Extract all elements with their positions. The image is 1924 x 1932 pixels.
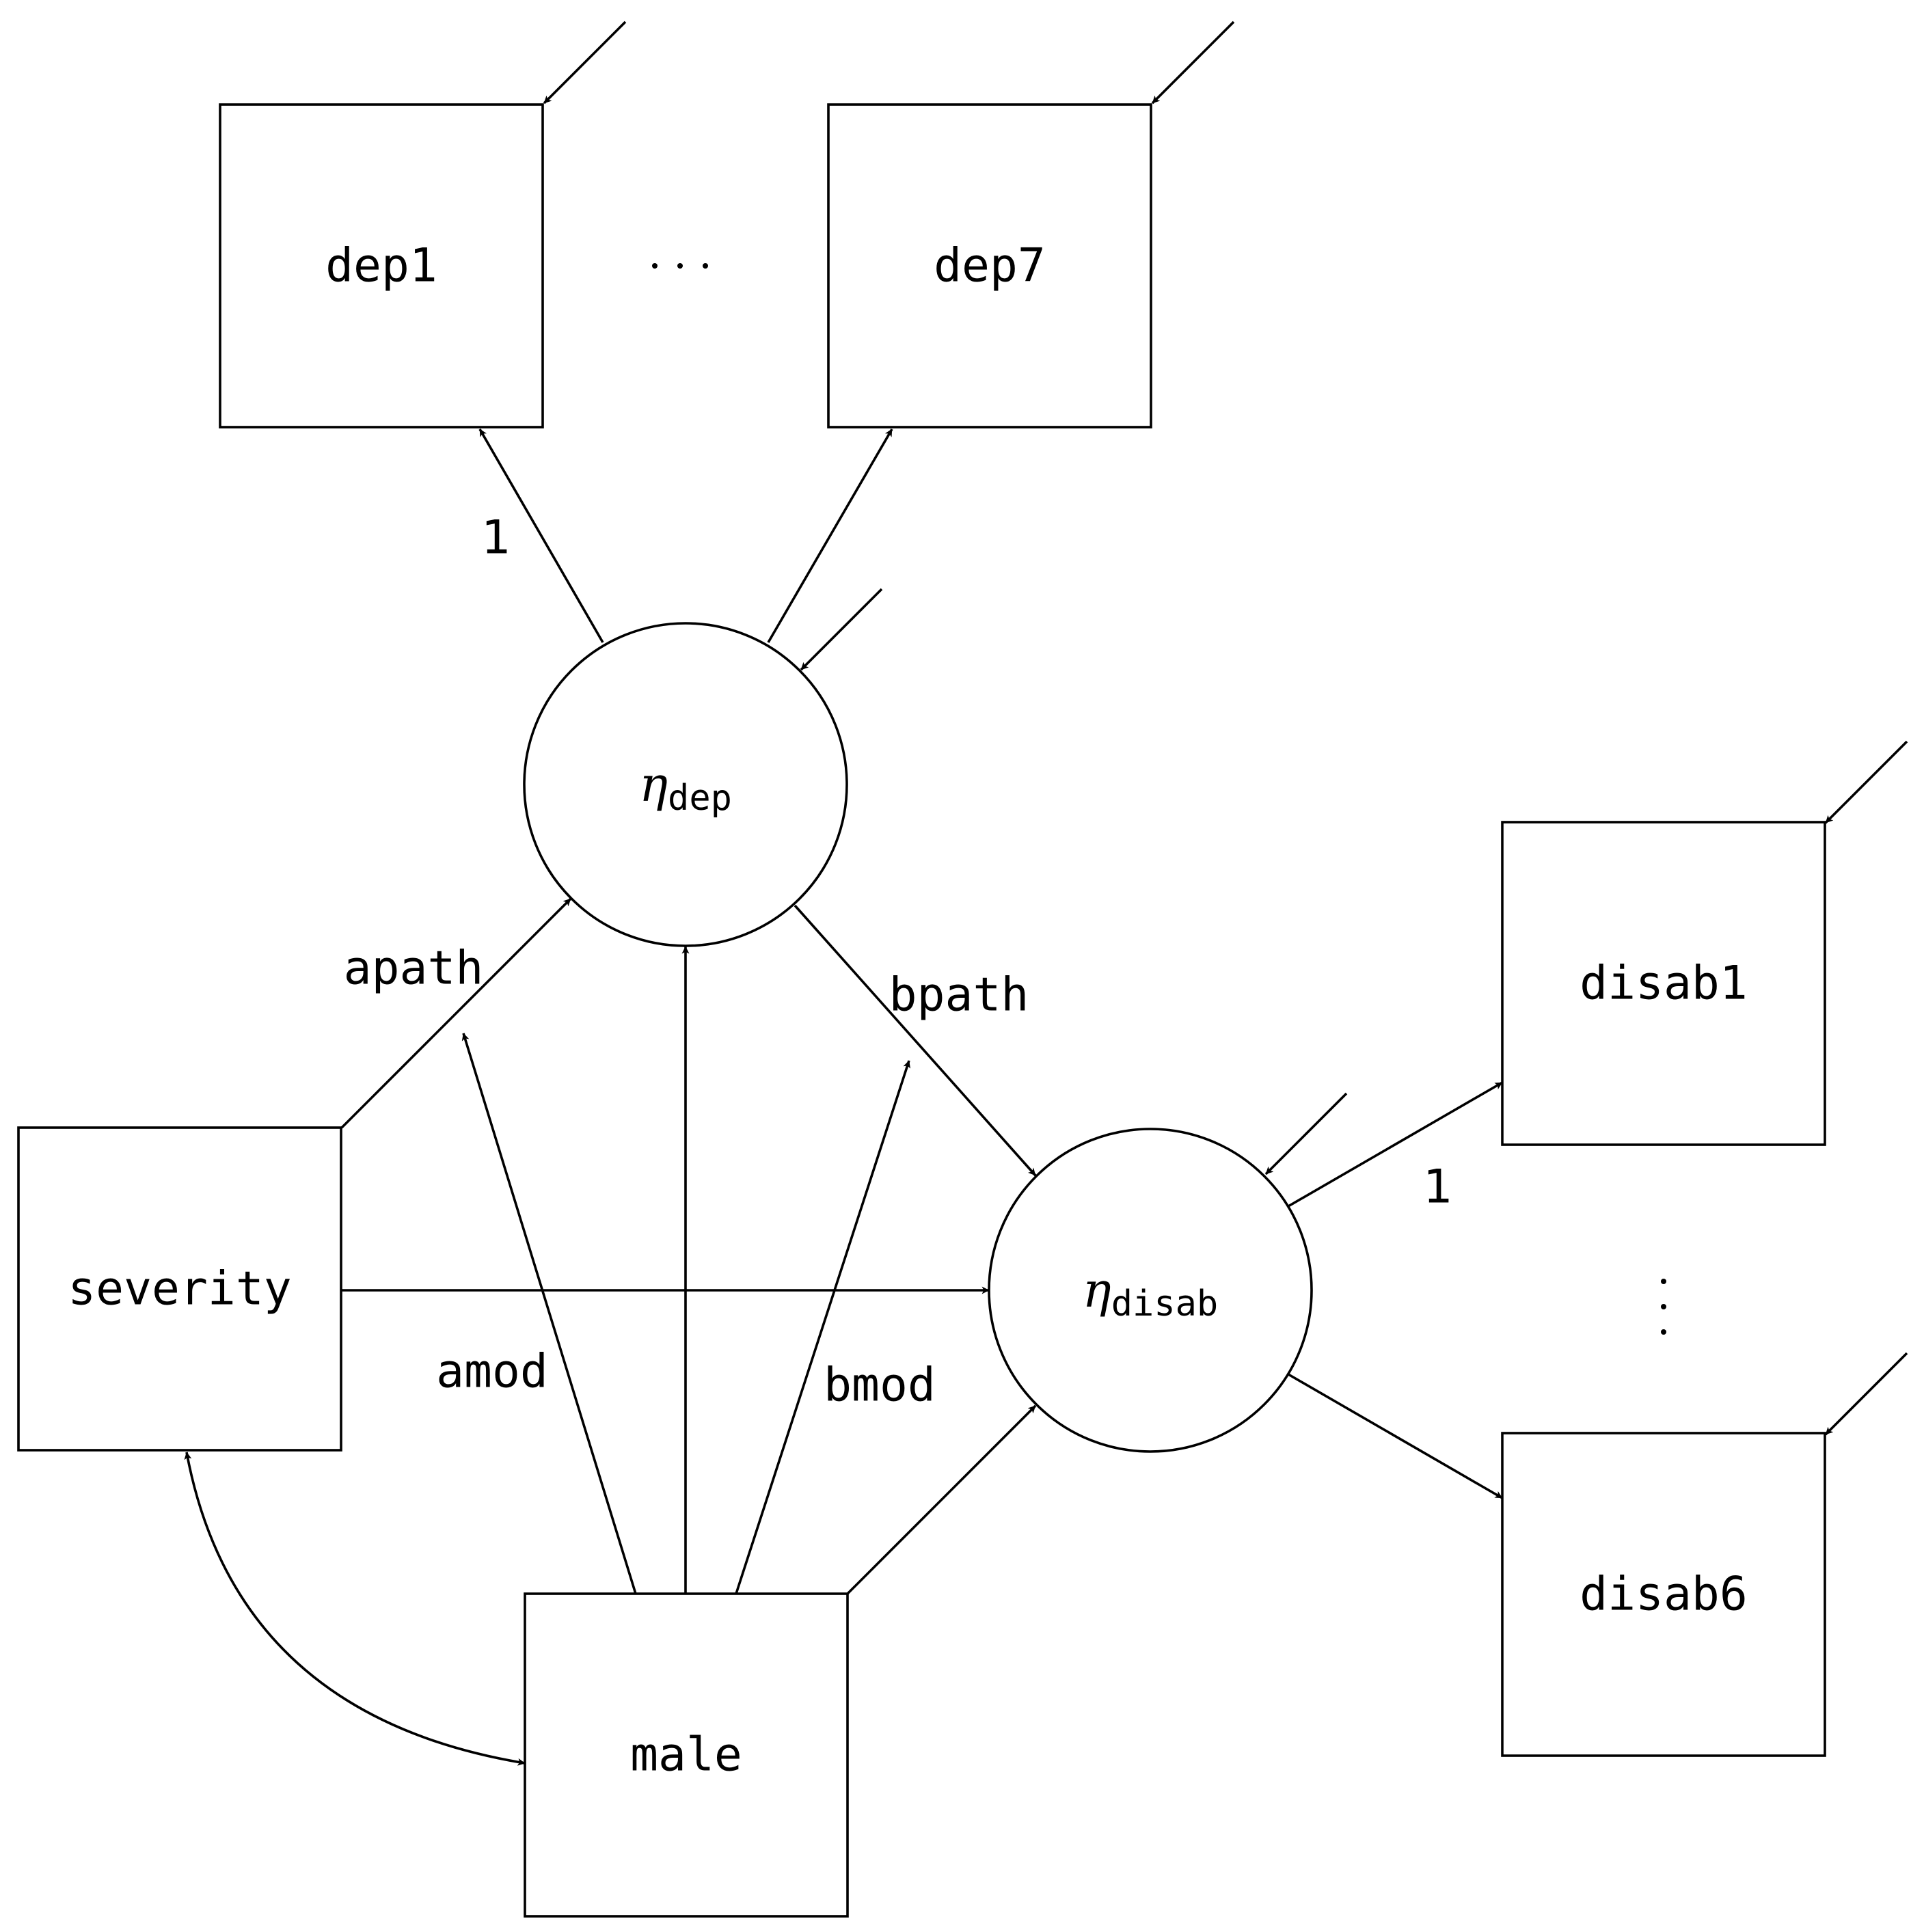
edge-eta-disab-to-disab1 — [1288, 1081, 1503, 1208]
error-arrow-dep7 — [1151, 21, 1235, 105]
node-disab1: disab1 — [1501, 821, 1826, 1146]
edge-severity-male-covariance — [184, 1452, 526, 1766]
label-apath: apath — [344, 942, 484, 996]
node-dep1-label: dep1 — [325, 239, 437, 293]
edge-eta-dep-to-dep1 — [478, 428, 604, 643]
node-severity: severity — [17, 1126, 342, 1452]
node-disab1-label: disab1 — [1580, 957, 1748, 1011]
node-dep1: dep1 — [219, 103, 544, 428]
edge-male-to-eta-disab — [846, 1404, 1037, 1595]
edge-male-to-apath — [461, 1033, 637, 1594]
error-arrow-disab1 — [1824, 740, 1908, 824]
label-bpath: bpath — [889, 968, 1029, 1022]
label-dep1-loading: 1 — [481, 511, 511, 565]
latent-eta-disab-label: ηdisab — [1083, 1262, 1219, 1324]
edge-eta-dep-to-eta-disab — [794, 904, 1037, 1177]
eta-subscript: dep — [668, 778, 732, 819]
node-dep7-label: dep7 — [934, 239, 1046, 293]
ellipsis-horizontal — [652, 263, 708, 269]
eta-symbol: η — [1083, 1262, 1111, 1318]
error-arrow-dep1 — [543, 21, 627, 105]
error-arrow-eta-dep — [800, 588, 883, 671]
label-bmod: bmod — [824, 1359, 936, 1413]
latent-eta-disab: ηdisab — [988, 1128, 1313, 1453]
eta-subscript: disab — [1111, 1283, 1219, 1324]
node-dep7: dep7 — [827, 103, 1152, 428]
node-male: male — [524, 1592, 849, 1918]
eta-symbol: η — [639, 757, 668, 813]
label-disab1-loading: 1 — [1423, 1160, 1452, 1214]
node-disab6-label: disab6 — [1580, 1568, 1748, 1622]
node-disab6: disab6 — [1501, 1432, 1826, 1757]
error-arrow-eta-disab — [1264, 1092, 1348, 1175]
label-amod: amod — [436, 1345, 548, 1399]
edge-eta-disab-to-disab6 — [1288, 1373, 1503, 1499]
edge-severity-to-eta-dep — [340, 897, 572, 1129]
node-male-label: male — [630, 1728, 742, 1782]
ellipsis-vertical — [1661, 1279, 1666, 1335]
node-severity-label: severity — [68, 1262, 292, 1316]
edge-male-to-bpath — [735, 1060, 911, 1594]
error-arrow-disab6 — [1824, 1352, 1908, 1436]
edge-eta-dep-to-dep7 — [767, 428, 893, 643]
latent-eta-dep: ηdep — [523, 622, 848, 947]
latent-eta-dep-label: ηdep — [639, 757, 732, 819]
